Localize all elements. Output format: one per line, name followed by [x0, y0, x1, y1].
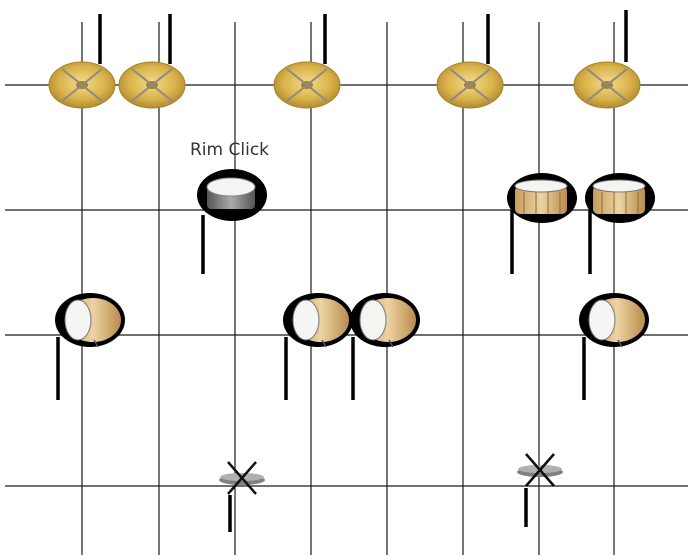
bass-drum-head	[589, 300, 615, 340]
bass-drum-icon	[350, 293, 420, 400]
bass-drum-head	[360, 300, 386, 340]
bass-drum-icon	[55, 293, 125, 400]
drum-head	[593, 180, 645, 192]
drum-head	[515, 180, 567, 192]
cymbal-icon	[274, 14, 340, 108]
hihat-pedal-icon	[517, 454, 563, 527]
snare-head	[207, 178, 255, 196]
bass-drum-icon	[283, 293, 353, 400]
snare-rim-click-icon	[197, 169, 267, 274]
bass-drum-head	[293, 300, 319, 340]
cymbal-icon	[574, 10, 640, 108]
hihat-pedal-icon	[219, 462, 265, 532]
cymbal-icon	[119, 14, 185, 108]
tom-drum-icon	[585, 173, 655, 274]
tom-drum-icon	[507, 173, 577, 274]
bass-drum-head	[65, 300, 91, 340]
cymbal-icon	[437, 14, 503, 108]
rim-click-label: Rim Click	[190, 140, 269, 160]
